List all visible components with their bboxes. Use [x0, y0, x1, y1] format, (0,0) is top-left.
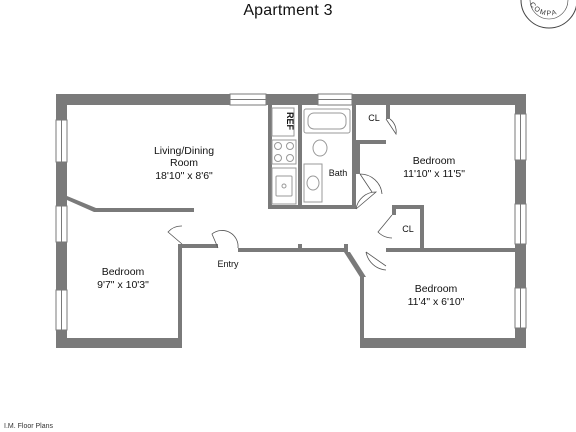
bathtub	[303, 108, 351, 134]
door-mid-closet	[377, 214, 393, 239]
door-left-bedroom	[167, 225, 183, 245]
doors	[167, 118, 397, 271]
closet-top-label: CL	[368, 113, 380, 123]
kitchen-sink	[275, 175, 293, 197]
footer-credit: I.M. Floor Plans	[4, 423, 54, 430]
interior-walls	[67, 105, 518, 348]
closet-mid-label: CL	[402, 224, 414, 234]
bedroom-left-size: 9'7" x 10'3"	[97, 279, 149, 291]
company-stamp: COMPA	[520, 0, 576, 29]
toilet	[312, 139, 328, 157]
kitchen-counter	[271, 167, 297, 205]
bedroom-right-bottom-size: 11'4" x 6'10"	[408, 296, 465, 308]
door-bath	[355, 191, 378, 210]
door-right-bedroom	[359, 173, 383, 195]
door-entry	[211, 230, 239, 249]
refrigerator	[271, 107, 295, 137]
exterior-walls	[56, 94, 526, 348]
plan-title: Apartment 3	[243, 2, 333, 19]
windows	[55, 93, 527, 331]
entry-label: Entry	[217, 259, 239, 269]
living-room-size: 18'10" x 8'6"	[155, 170, 213, 182]
door-right-bottom-bedroom	[365, 251, 387, 271]
door-top-closet	[385, 118, 397, 136]
bath-fixtures	[303, 108, 351, 203]
kitchen-fixtures	[271, 107, 297, 205]
stamp-text: COMPA	[528, 1, 557, 17]
svg-text:COMPA: COMPA	[528, 1, 559, 17]
room-labels: Living/Dining Room 18'10" x 8'6" Bedroom…	[97, 112, 465, 308]
bedroom-right-top-name: Bedroom	[413, 155, 456, 167]
bedroom-left-name: Bedroom	[102, 266, 145, 278]
living-room-name-line1: Living/Dining	[154, 145, 214, 157]
bath-label: Bath	[329, 168, 348, 178]
stove	[271, 139, 297, 165]
refrigerator-label: REF	[285, 112, 295, 131]
bedroom-right-bottom-name: Bedroom	[415, 283, 458, 295]
bedroom-right-top-size: 11'10" x 11'5"	[403, 168, 465, 180]
living-room-name-line2: Room	[170, 157, 198, 169]
bath-sink	[306, 175, 320, 191]
